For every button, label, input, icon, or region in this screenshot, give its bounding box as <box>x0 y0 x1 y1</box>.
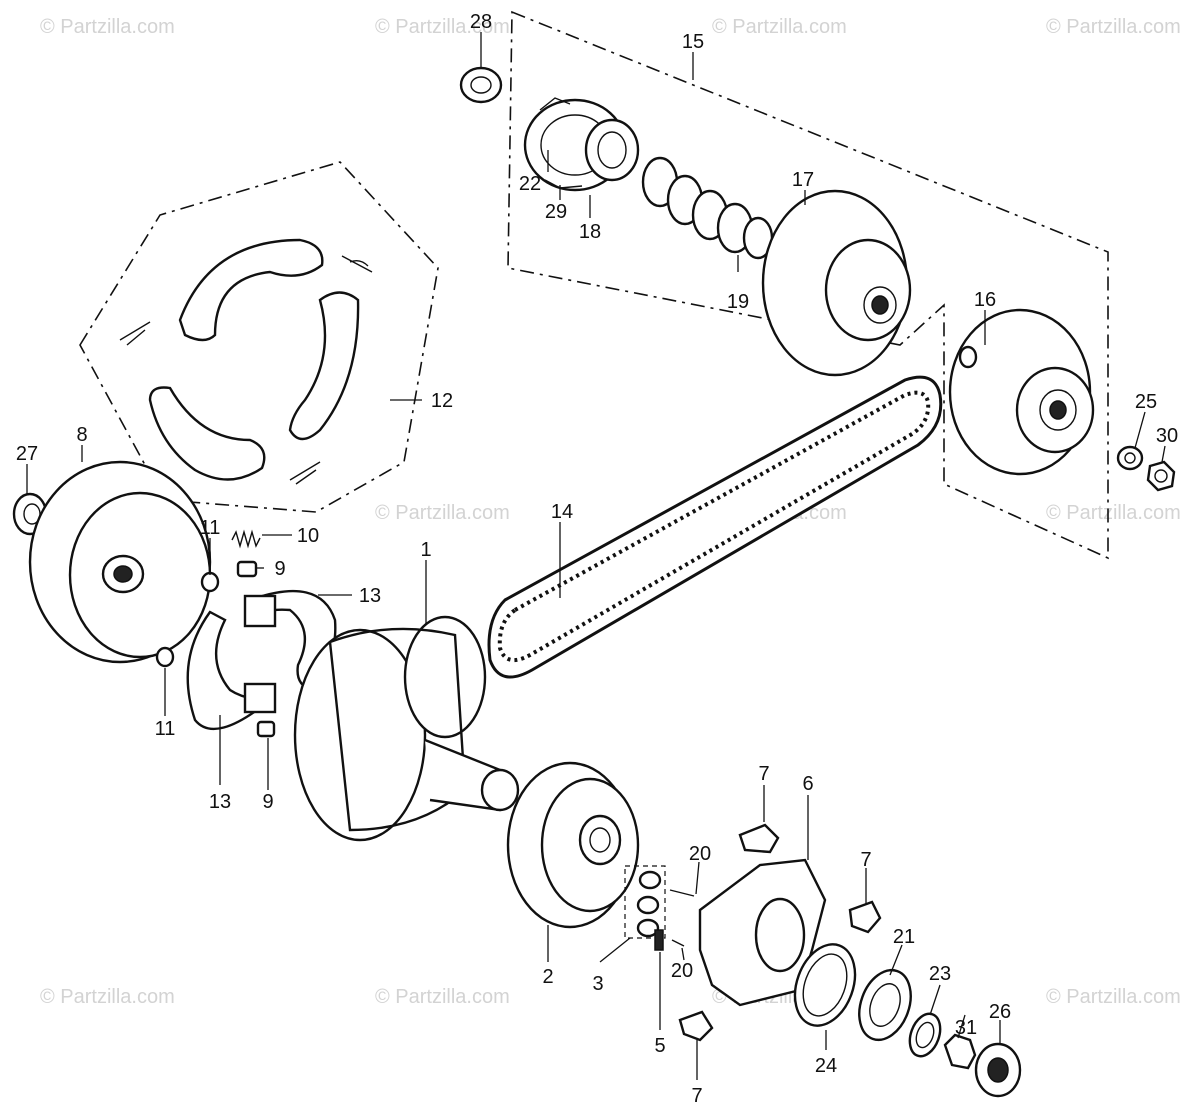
watermark: © Partzilla.com <box>40 986 175 1008</box>
callout-20: 20 <box>689 843 711 865</box>
callout-21: 21 <box>893 926 915 948</box>
ramp-plate-6 <box>698 858 827 1007</box>
slider-piece-7 <box>678 1010 714 1042</box>
callout-5: 5 <box>654 1035 665 1057</box>
nut-30 <box>1146 460 1176 492</box>
slider-piece-7 <box>738 823 780 854</box>
callout-9: 9 <box>274 558 285 580</box>
watermark: © Partzilla.com <box>1046 502 1181 524</box>
washer-11 <box>155 646 175 668</box>
callout-23: 23 <box>929 963 951 985</box>
plate-21 <box>858 968 912 1042</box>
washer-25 <box>1116 445 1144 471</box>
nut-31 <box>943 1033 977 1070</box>
callout-13: 13 <box>359 585 381 607</box>
nut-26 <box>974 1042 1022 1098</box>
drive-face-2 <box>506 761 640 929</box>
leader-lines <box>26 32 1166 1080</box>
callout-11: 11 <box>200 517 221 539</box>
spring-10 <box>231 529 261 549</box>
callout-7: 7 <box>691 1085 702 1107</box>
driven-face-17 <box>761 189 912 377</box>
callout-28: 28 <box>470 11 492 33</box>
washer-24 <box>793 943 857 1027</box>
watermark: © Partzilla.com <box>375 502 510 524</box>
callout-14: 14 <box>551 501 573 523</box>
slider-9 <box>236 560 258 578</box>
callout-17: 17 <box>792 169 814 191</box>
slider-9 <box>256 720 276 738</box>
callout-2: 2 <box>542 966 553 988</box>
watermark: © Partzilla.com <box>375 986 510 1008</box>
callout-8: 8 <box>76 424 87 446</box>
callout-29: 29 <box>545 201 567 223</box>
callout-13: 13 <box>209 791 231 813</box>
callout-15: 15 <box>682 31 704 53</box>
callout-9: 9 <box>262 791 273 813</box>
watermark: © Partzilla.com <box>375 16 510 38</box>
callout-24: 24 <box>815 1055 837 1077</box>
callout-25: 25 <box>1135 391 1157 413</box>
roller-5 <box>654 929 664 951</box>
callout-20: 20 <box>671 960 693 982</box>
drive-belt-14 <box>487 375 943 679</box>
callout-labels: 28 15 17 22 29 18 19 16 25 30 12 27 8 11… <box>16 11 1178 1107</box>
callout-7: 7 <box>758 763 769 785</box>
callout-30: 30 <box>1156 425 1178 447</box>
callout-6: 6 <box>802 773 813 795</box>
bearing-28 <box>459 66 503 104</box>
pin-20 <box>669 889 695 897</box>
callout-7: 7 <box>860 849 871 871</box>
washer-11 <box>200 571 220 593</box>
driven-face-16 <box>948 308 1095 476</box>
clutch-shoes-12 <box>119 238 373 485</box>
watermark: © Partzilla.com <box>712 16 847 38</box>
callout-1: 1 <box>420 539 431 561</box>
callout-12: 12 <box>431 390 453 412</box>
callout-31: 31 <box>955 1017 977 1039</box>
spring-19 <box>641 156 774 260</box>
clutch-drum-1 <box>293 615 520 842</box>
slider-piece-7 <box>848 900 882 934</box>
callout-16: 16 <box>974 289 996 311</box>
cam-assembly <box>523 97 640 192</box>
callout-27: 27 <box>16 443 38 465</box>
clutch-outer-8 <box>28 460 212 664</box>
watermark: © Partzilla.com <box>1046 986 1181 1008</box>
pin-20 <box>671 939 685 947</box>
callout-26: 26 <box>989 1001 1011 1023</box>
callout-22: 22 <box>519 173 541 195</box>
watermark: © Partzilla.com <box>1046 16 1181 38</box>
watermark: © Partzilla.com <box>40 16 175 38</box>
weight-rollers-3 <box>624 865 666 939</box>
callout-11: 11 <box>155 718 176 740</box>
callout-18: 18 <box>579 221 601 243</box>
washer-23 <box>908 1012 942 1058</box>
callout-19: 19 <box>727 291 749 313</box>
callout-3: 3 <box>592 973 603 995</box>
callout-10: 10 <box>297 525 319 547</box>
